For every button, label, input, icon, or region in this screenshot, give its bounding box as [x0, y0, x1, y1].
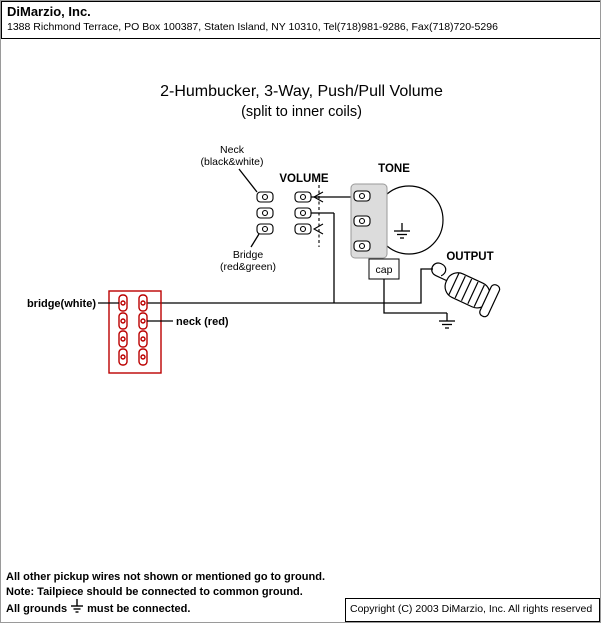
- note-line-3-before: All grounds: [6, 603, 68, 615]
- neck-label-line1: Neck: [220, 144, 245, 156]
- ground-symbol-icon: [71, 599, 84, 613]
- volume-switch-lugs: [256, 191, 312, 235]
- note-line-2: Note: Tailpiece should be connected to c…: [6, 585, 303, 598]
- bridge-label-line2: (red&green): [220, 261, 276, 273]
- title-line-1: 2-Humbucker, 3-Way, Push/Pull Volume: [160, 83, 443, 100]
- cap-box: [368, 258, 400, 280]
- tone-pot: TONE: [350, 163, 444, 259]
- volume-push-pull-switch: VOLUME: [256, 173, 329, 247]
- title-line-2: (split to inner coils): [241, 104, 362, 120]
- company-name: DiMarzio, Inc.: [7, 4, 91, 19]
- bridge-label-line1: Bridge: [233, 249, 264, 261]
- wiper-arrows: [312, 191, 324, 235]
- company-address: 1388 Richmond Terrace, PO Box 100387, St…: [7, 21, 498, 33]
- output-jack-body: [431, 262, 501, 318]
- tone-label: TONE: [378, 163, 410, 175]
- wire-cap-to-ground: [383, 279, 447, 314]
- note-line-1: All other pickup wires not shown or ment…: [6, 571, 325, 583]
- wires: [147, 196, 447, 314]
- cap-label: cap: [376, 264, 393, 276]
- bridge-pointer-line: [250, 233, 260, 248]
- copyright-text: Copyright (C) 2003 DiMarzio, Inc. All ri…: [350, 603, 593, 615]
- volume-label: VOLUME: [279, 173, 329, 185]
- diagram-title: 2-Humbucker, 3-Way, Push/Pull Volume (sp…: [1, 82, 600, 121]
- selector-bridge-wire-label: bridge(white): [27, 298, 96, 310]
- neck-wire-label: Neck (black&white): [200, 144, 264, 193]
- pickup-selector-switch: bridge(white) neck (red): [27, 290, 229, 374]
- neck-pointer-line: [238, 168, 258, 193]
- output-jack: OUTPUT: [431, 251, 501, 329]
- wire-to-output: [334, 268, 433, 304]
- footer-notes: All other pickup wires not shown or ment…: [6, 570, 325, 617]
- note-line-3-after: must be connected.: [87, 603, 191, 615]
- output-ground-symbol: [438, 312, 456, 329]
- bridge-wire-label: Bridge (red&green): [220, 233, 276, 273]
- selector-body: [108, 290, 162, 374]
- tone-pot-lugs: [353, 190, 371, 252]
- neck-label-line2: (black&white): [200, 156, 263, 168]
- header: DiMarzio, Inc. 1388 Richmond Terrace, PO…: [1, 1, 600, 39]
- copyright-box: Copyright (C) 2003 DiMarzio, Inc. All ri…: [345, 598, 600, 622]
- tone-capacitor: cap: [368, 258, 400, 280]
- selector-neck-wire-label: neck (red): [176, 316, 229, 328]
- note-line-3: All grounds must be connected.: [6, 599, 325, 617]
- output-label: OUTPUT: [446, 251, 493, 263]
